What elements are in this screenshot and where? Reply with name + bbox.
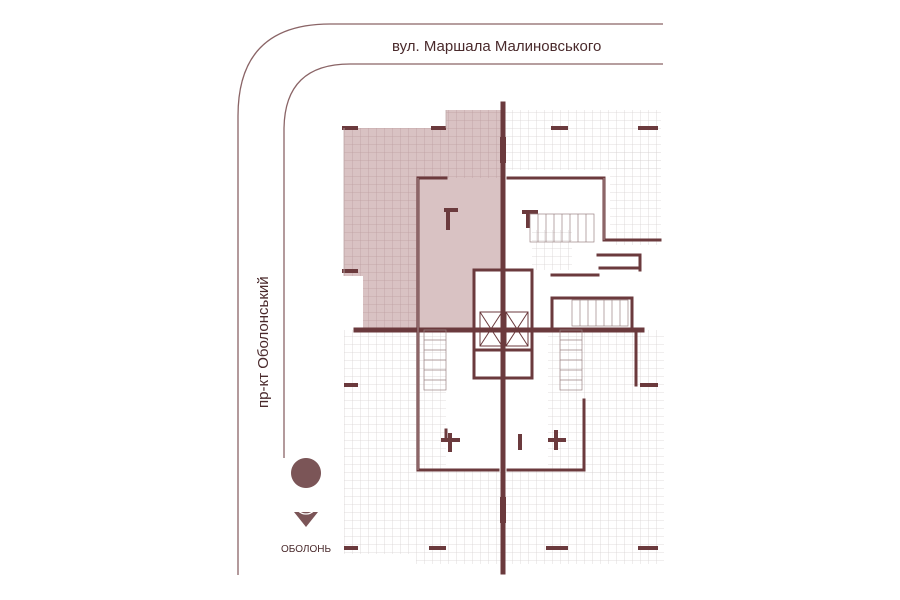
stairs bbox=[423, 213, 629, 391]
elevator-core bbox=[479, 311, 529, 347]
street-label-left: пр-кт Оболонський bbox=[255, 276, 272, 408]
room-outlines bbox=[343, 110, 605, 470]
road-lines bbox=[237, 23, 663, 575]
metro-letter: М bbox=[300, 495, 312, 511]
road-outer-curve bbox=[237, 23, 663, 575]
metro-pin-icon[interactable]: М bbox=[291, 458, 322, 527]
highlighted-apartment[interactable] bbox=[344, 110, 503, 330]
metro-station-label: ОБОЛОНЬ bbox=[281, 544, 331, 555]
road-inner-curve bbox=[283, 63, 663, 458]
terraces bbox=[344, 110, 664, 564]
street-label-top: вул. Маршала Малиновського bbox=[392, 38, 601, 55]
